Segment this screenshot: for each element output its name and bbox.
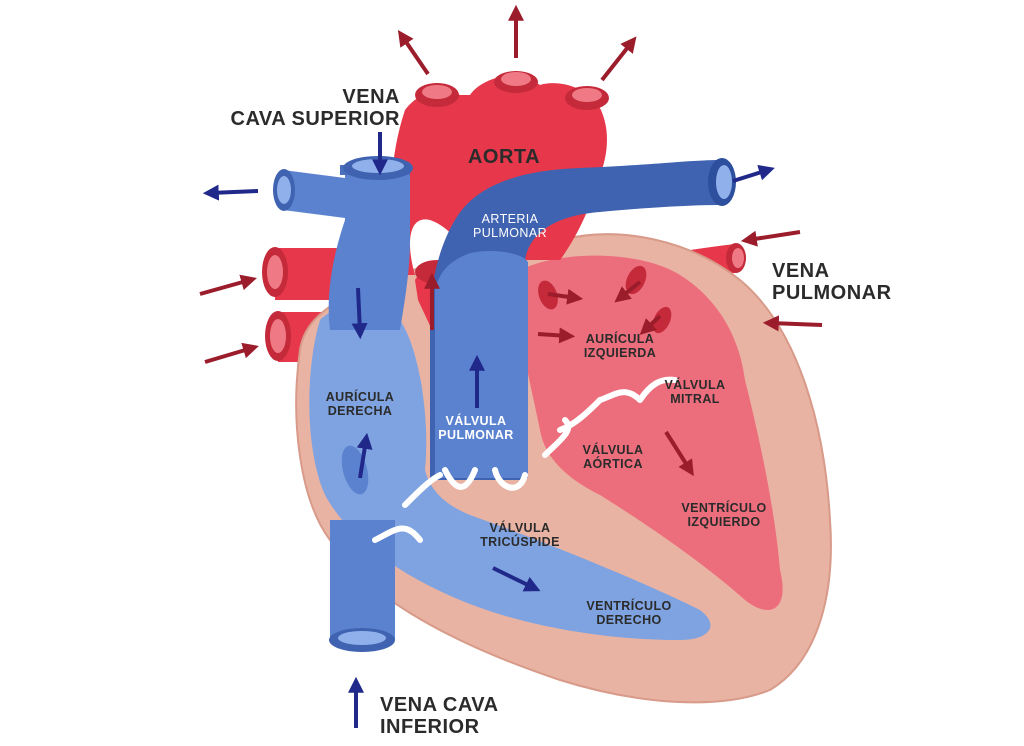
- arrow-pv-right-1: [740, 230, 801, 247]
- mitral-valve: [597, 376, 678, 403]
- left-heart-chambers: [519, 255, 783, 610]
- arrow-aorta-left: [397, 30, 430, 76]
- arrow-la-4: [537, 327, 576, 344]
- aortic-valve: [542, 397, 603, 458]
- pulmonary-valve: [442, 467, 528, 491]
- label-valvula-aortica: VÁLVULA AÓRTICA: [582, 443, 644, 471]
- label-aorta: AORTA: [467, 146, 541, 168]
- arrow-pv-right-2: [762, 315, 823, 332]
- label-vena-pulmonar: VENA PULMONAR: [772, 260, 892, 304]
- arrow-pv-left-2: [204, 342, 259, 364]
- arrow-la-2: [614, 280, 642, 303]
- arrow-rv-down: [492, 566, 541, 592]
- arrow-la-3: [639, 314, 662, 335]
- arrow-ra-down: [351, 287, 368, 340]
- label-ventriculo-izquierdo: VENTRÍCULO IZQUIERDO: [681, 501, 767, 529]
- label-valvula-mitral: VÁLVULA MITRAL: [664, 378, 726, 406]
- arrow-ra-up: [356, 432, 373, 479]
- label-auricula-derecha: AURÍCULA DERECHA: [325, 390, 395, 418]
- label-ventriculo-derecho: VENTRÍCULO DERECHO: [586, 599, 672, 627]
- arrow-aorta-right: [600, 36, 637, 82]
- label-arteria-pulmonar: ARTERIA PULMONAR: [472, 212, 548, 240]
- label-valvula-pulmonar: VÁLVULA PULMONAR: [438, 414, 514, 442]
- valves: [372, 376, 678, 543]
- vena-cava: [273, 156, 413, 652]
- arrow-lv-down: [664, 430, 694, 477]
- red-arrows: [199, 4, 823, 477]
- arrow-la-1: [547, 288, 584, 305]
- label-valvula-tricuspide: VÁLVULA TRICÚSPIDE: [480, 521, 560, 549]
- arrow-pv-left-1: [199, 274, 257, 296]
- tricuspid-valve: [372, 472, 443, 543]
- label-vena-cava-inferior: VENA CAVA INFERIOR: [380, 694, 499, 738]
- label-vena-cava-superior: VENA CAVA SUPERIOR: [230, 86, 400, 130]
- arrow-brachio-left: [202, 184, 259, 201]
- arrow-pa-right: [732, 165, 775, 183]
- label-auricula-izquierda: AURÍCULA IZQUIERDA: [583, 332, 657, 360]
- blue-arrows: [202, 132, 775, 728]
- right-heart-chambers: [309, 305, 711, 640]
